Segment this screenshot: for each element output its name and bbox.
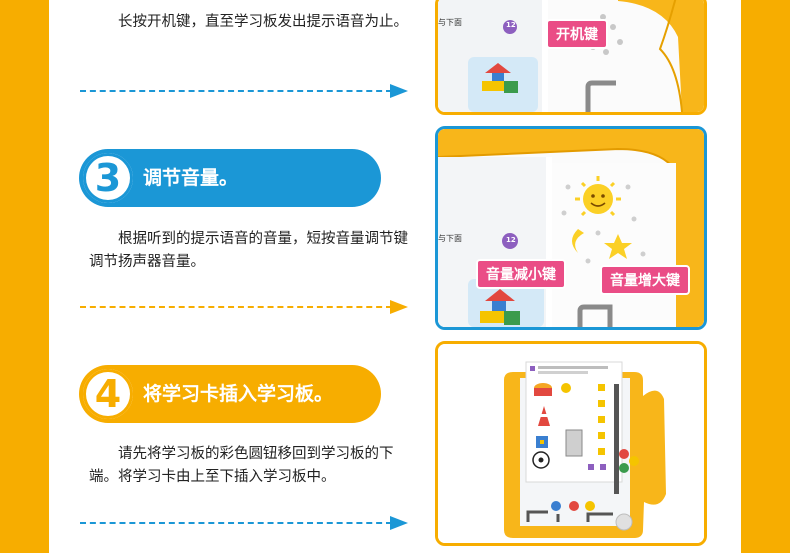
step2-card-text: 与下面 (438, 18, 462, 27)
step4-title: 将学习卡插入学习板。 (143, 383, 334, 405)
step3-title: 调节音量。 (143, 167, 239, 189)
power-key-label: 开机键 (546, 19, 608, 49)
step3-photo: 与下面 12 音量减小键 音量增大键 (435, 126, 707, 330)
step4-header: 4 将学习卡插入学习板。 (79, 365, 381, 423)
step3-description: 根据听到的提示语音的音量，短按音量调节键调节扬声器音量。 (89, 231, 408, 270)
step3-arrow (80, 300, 408, 314)
volume-up-label: 音量增大键 (600, 265, 690, 295)
volume-down-label: 音量减小键 (476, 259, 566, 289)
step3-card-number: 12 (506, 236, 516, 244)
step2-description: 长按开机键，直至学习板发出提示语音为止。 (118, 14, 408, 30)
step4-number: 4 (83, 369, 133, 419)
step4-arrow (80, 516, 408, 530)
step4-description: 请先将学习板的彩色圆钮移回到学习板的下端。将学习卡由上至下插入学习板中。 (89, 446, 394, 485)
instruction-page: 长按开机键，直至学习板发出提示语音为止。 与下面 12 开机键 (49, 0, 741, 553)
step2-photo: 与下面 12 开机键 (435, 0, 707, 115)
step3-card-text: 与下面 (438, 234, 462, 243)
step4-photo (435, 341, 707, 546)
step3-number: 3 (83, 153, 133, 203)
step2-card-number: 12 (506, 21, 516, 29)
step2-arrow (80, 84, 408, 98)
step3-header: 3 调节音量。 (79, 149, 381, 207)
